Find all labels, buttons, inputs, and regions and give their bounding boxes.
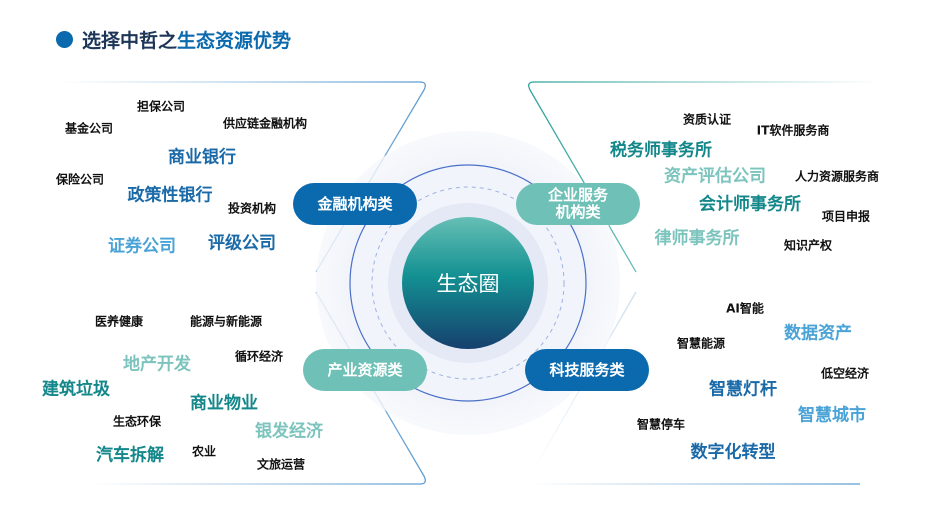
industry-word: 地产开发	[123, 354, 191, 375]
title-bullet-icon	[56, 31, 73, 48]
panel-finance	[60, 81, 426, 273]
finance-word: 投资机构	[227, 201, 277, 216]
category-enterprise-line1: 企业服务	[547, 186, 608, 204]
panel-industry	[90, 291, 426, 485]
enterprise-word: IT软件服务商	[756, 123, 830, 138]
enterprise-word: 人力资源服务商	[794, 169, 880, 184]
panel-enterprise	[528, 81, 880, 273]
finance-word: 保险公司	[55, 172, 105, 187]
industry-word: 银发经济	[255, 421, 323, 442]
page-title: 选择中哲之生态资源优势	[56, 26, 291, 53]
industry-word: 医养健康	[94, 314, 144, 329]
title-part2: 生态资源优势	[177, 30, 292, 52]
tech-word: AI智能	[726, 301, 764, 316]
tech-word: 低空经济	[820, 366, 870, 381]
enterprise-word: 项目申报	[821, 209, 871, 224]
title-part1: 选择中哲之	[82, 30, 178, 52]
industry-word: 农业	[191, 444, 217, 459]
tech-word: 智慧停车	[636, 417, 686, 432]
industry-word: 汽车拆解	[96, 445, 164, 466]
enterprise-word: 会计师事务所	[699, 194, 801, 215]
enterprise-word: 资产评估公司	[664, 166, 766, 187]
finance-word: 担保公司	[136, 99, 186, 114]
enterprise-word: 资质认证	[682, 112, 732, 127]
enterprise-word: 律师事务所	[654, 228, 740, 249]
finance-word: 政策性银行	[127, 185, 213, 206]
industry-word: 文旅运营	[256, 457, 306, 472]
category-enterprise: 企业服务机构类	[516, 183, 640, 225]
category-enterprise-line2: 机构类	[555, 203, 601, 221]
category-finance: 金融机构类	[293, 183, 417, 225]
panel-tech	[528, 291, 860, 485]
category-tech: 科技服务类	[525, 349, 649, 391]
industry-word: 能源与新能源	[189, 314, 263, 329]
industry-word: 生态环保	[112, 414, 162, 429]
finance-word: 证券公司	[108, 236, 176, 257]
tech-word: 数字化转型	[690, 442, 776, 463]
enterprise-word: 税务师事务所	[610, 140, 712, 161]
category-industry: 产业资源类	[303, 349, 427, 391]
industry-word: 建筑垃圾	[42, 379, 110, 400]
finance-word: 供应链金融机构	[222, 116, 308, 131]
finance-word: 评级公司	[208, 233, 276, 254]
enterprise-word: 知识产权	[783, 238, 833, 253]
ecosystem-center: 生态圈	[402, 217, 534, 349]
tech-word: 智慧城市	[798, 405, 866, 426]
industry-word: 商业物业	[190, 393, 258, 414]
tech-word: 智慧灯杆	[709, 379, 777, 400]
tech-word: 数据资产	[784, 323, 852, 344]
tech-word: 智慧能源	[676, 336, 726, 351]
industry-word: 循环经济	[234, 349, 284, 364]
finance-word: 基金公司	[64, 121, 114, 136]
finance-word: 商业银行	[168, 147, 236, 168]
